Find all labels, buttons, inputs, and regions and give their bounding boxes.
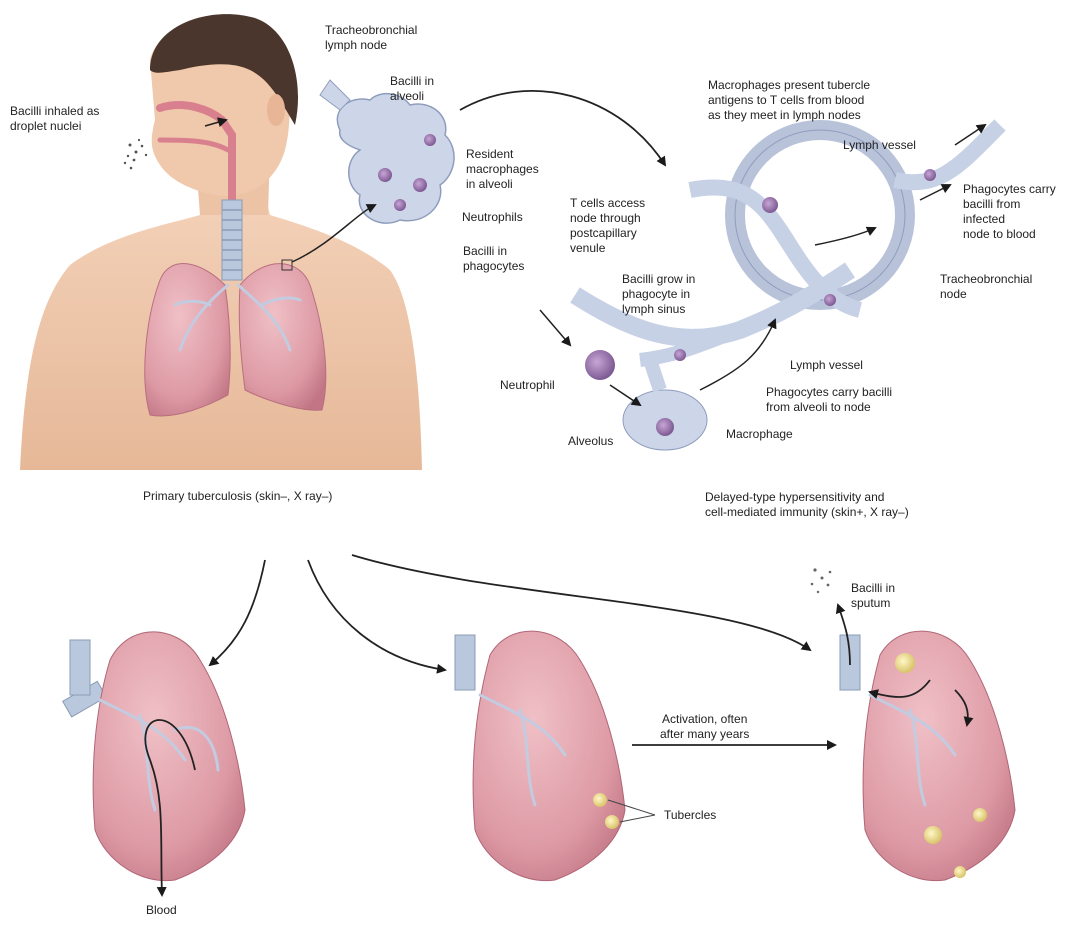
tubercle [593,793,607,807]
label-bacilli-inhaled: Bacilli inhaled as droplet nuclei [10,104,99,134]
label-bacilli-grow: Bacilli grow in phagocyte in lymph sinus [622,272,695,317]
ear [267,94,285,126]
label-alveolus: Alveolus [568,434,613,449]
label-lymph-vessel-top: Lymph vessel [843,138,916,153]
sputum-droplets [811,568,832,593]
label-activation: Activation, often after many years [660,712,749,742]
lung-bottom-middle [455,631,625,881]
label-neutrophils: Neutrophils [462,210,523,225]
label-bacilli-in-sputum: Bacilli in sputum [851,581,895,611]
label-tubercles: Tubercles [664,808,716,823]
tubercle [605,815,619,829]
label-bacilli-in-phagocytes: Bacilli in phagocytes [463,244,524,274]
label-resident-macrophages: Resident macrophages in alveoli [466,147,539,192]
label-blood: Blood [146,903,177,918]
label-tracheobronchial-node: Tracheobronchial node [940,272,1032,302]
label-lymph-vessel-bottom: Lymph vessel [790,358,863,373]
tubercle [895,653,915,673]
label-delayed-hypersensitivity: Delayed-type hypersensitivity and cell-m… [705,490,909,520]
label-phagocytes-carry-node: Phagocytes carry bacilli from alveoli to… [766,385,892,415]
label-neutrophil: Neutrophil [500,378,555,393]
tubercle [973,808,987,822]
label-primary-tb: Primary tuberculosis (skin–, X ray–) [143,489,332,504]
label-t-cells-access: T cells access node through postcapillar… [570,196,645,256]
label-macrophage: Macrophage [726,427,793,442]
trachea [222,200,242,280]
human-figure [20,14,422,470]
tubercle [924,826,942,844]
lung-bottom-right [838,605,1015,881]
tubercle [954,866,966,878]
label-tracheobronchial-lymph-node: Tracheobronchial lymph node [325,23,417,53]
lung-bottom-left [63,632,245,895]
label-phagocytes-carry-blood: Phagocytes carry bacilli from infected n… [963,182,1056,242]
label-bacilli-in-alveoli: Bacilli in alveoli [390,74,434,104]
left-lung [145,264,230,416]
label-macrophages-present: Macrophages present tubercle antigens to… [708,78,870,123]
droplet-nuclei [124,139,147,169]
